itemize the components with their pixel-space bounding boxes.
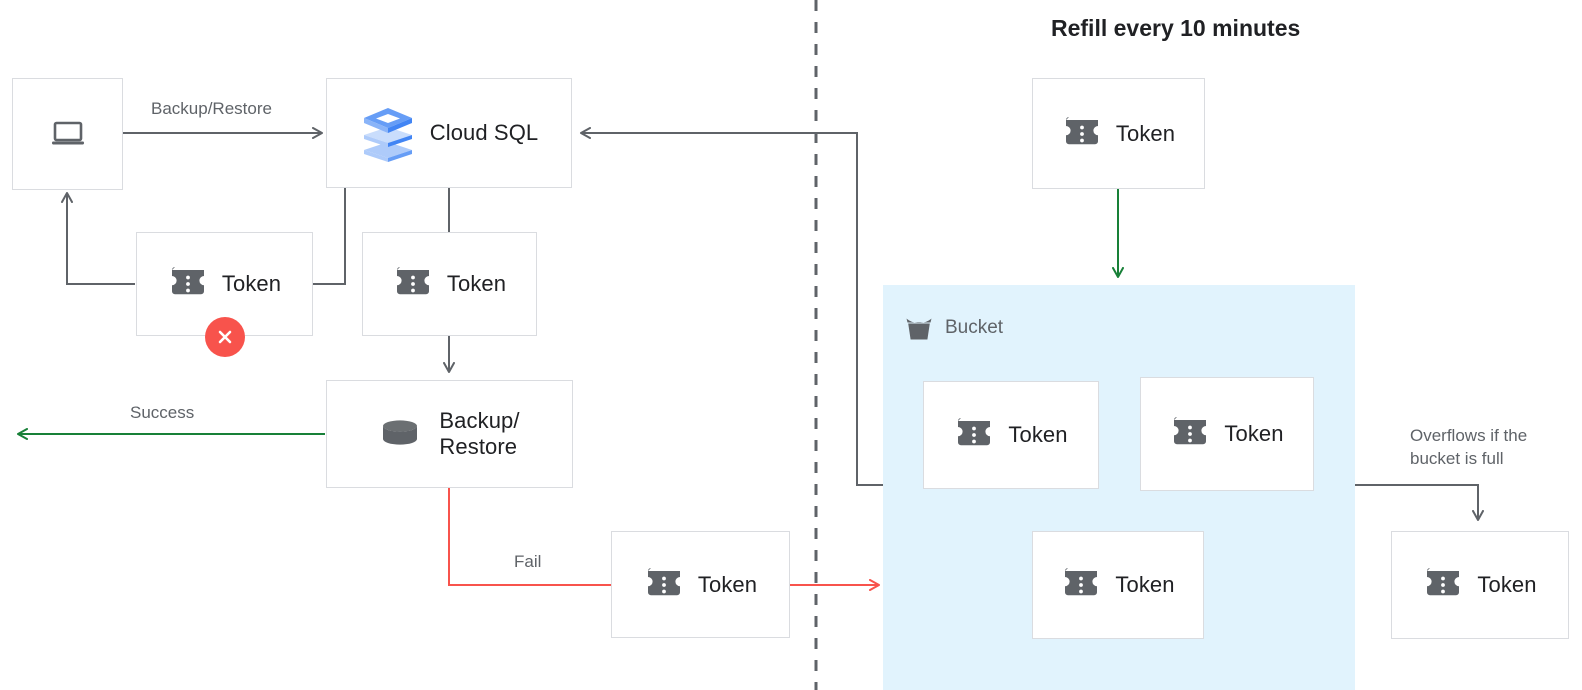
node-token-refill[interactable]: Token — [1032, 78, 1205, 189]
token-icon — [1170, 417, 1210, 451]
token-icon — [1062, 116, 1102, 151]
node-token-bucket-2-label: Token — [1224, 421, 1284, 447]
node-client[interactable] — [12, 78, 123, 190]
node-token-bucket-3-label: Token — [1115, 572, 1175, 598]
token-icon — [393, 267, 433, 301]
cloud-sql-logo — [360, 102, 416, 164]
database-cylinder-icon — [379, 417, 421, 451]
token-icon — [954, 418, 994, 452]
node-token-bucket-3[interactable]: Token — [1032, 531, 1204, 639]
bucket-title: Bucket — [903, 313, 1003, 343]
edge-label-overflow: Overflows if the bucket is full — [1410, 426, 1528, 468]
laptop-icon — [49, 119, 87, 149]
token-icon — [1061, 568, 1101, 602]
node-token-sql-label: Token — [446, 271, 507, 297]
node-token-sql[interactable]: Token — [362, 232, 537, 336]
edge-token-client-to-client — [61, 192, 135, 285]
node-token-client[interactable]: Token — [136, 232, 313, 336]
node-token-bucket-1[interactable]: Token — [923, 381, 1099, 489]
node-token-overflow-label: Token — [1477, 572, 1537, 598]
node-token-bucket-1-label: Token — [1008, 422, 1068, 448]
node-cloud-sql[interactable]: Cloud SQL — [326, 78, 572, 188]
error-x-icon — [205, 317, 245, 357]
node-token-overflow[interactable]: Token — [1391, 531, 1569, 639]
node-backup-restore-label: Backup/ Restore — [439, 408, 520, 459]
edge-label-fail: Fail — [514, 552, 542, 571]
edge-label-success: Success — [130, 403, 195, 422]
edge-bucket-overflow — [1355, 484, 1484, 521]
edge-bucket-to-cloudsql — [580, 127, 883, 486]
node-token-client-label: Token — [221, 271, 282, 297]
token-icon — [644, 567, 684, 602]
node-backup-restore[interactable]: Backup/ Restore — [326, 380, 573, 488]
edge-cloudsql-to-token-client — [313, 187, 346, 285]
token-icon — [1423, 568, 1463, 602]
bucket-label: Bucket — [945, 317, 1004, 338]
node-token-refill-label: Token — [1115, 120, 1176, 146]
node-cloud-sql-label: Cloud SQL — [429, 120, 539, 146]
node-token-bucket-2[interactable]: Token — [1140, 377, 1314, 491]
node-token-fail-label: Token — [697, 571, 758, 597]
token-icon — [168, 267, 208, 301]
page-title: Refill every 10 minutes — [1051, 15, 1301, 41]
edge-label-backup-restore: Backup/Restore — [151, 99, 272, 118]
node-token-fail[interactable]: Token — [611, 531, 790, 638]
bucket-icon — [903, 313, 935, 343]
